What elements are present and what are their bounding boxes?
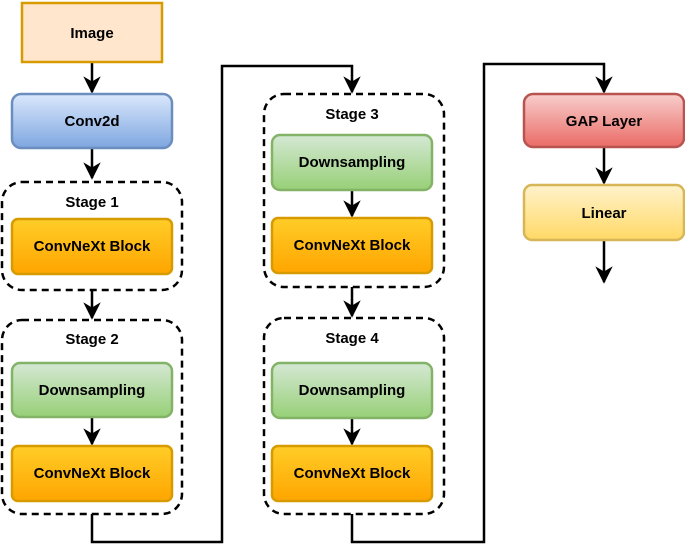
arrow-stage4-to-gap <box>350 62 613 544</box>
stage-4-container: Stage 4 Downsampling ConvNeXt Block <box>262 316 446 516</box>
conv2d-node: Conv2d <box>10 92 174 150</box>
stage-2-title: Stage 2 <box>65 331 118 348</box>
stage-3-convnext-label: ConvNeXt Block <box>294 237 411 254</box>
stage-1-title: Stage 1 <box>65 194 118 211</box>
image-node: Image <box>20 1 164 64</box>
conv2d-label: Conv2d <box>64 113 119 130</box>
linear-node: Linear <box>522 183 685 242</box>
stage-2-downsampling: Downsampling <box>10 361 174 419</box>
stage-3-downsampling: Downsampling <box>270 133 434 192</box>
stage-3-container: Stage 3 Downsampling ConvNeXt Block <box>262 92 446 289</box>
stage-2-convnext-block: ConvNeXt Block <box>10 444 174 503</box>
connectors <box>83 62 613 544</box>
stage-4-downsampling: Downsampling <box>270 361 434 420</box>
stage-1-convnext-label: ConvNeXt Block <box>34 238 151 255</box>
stage-4-convnext-label: ConvNeXt Block <box>294 465 411 482</box>
stage-1-convnext-block: ConvNeXt Block <box>10 217 174 276</box>
arrow-stage2-to-stage3 <box>90 64 361 544</box>
gap-layer-node: GAP Layer <box>522 92 685 149</box>
stage-3-convnext-block: ConvNeXt Block <box>270 216 434 275</box>
stage-2-downsampling-label: Downsampling <box>39 382 146 399</box>
stage-4-convnext-block: ConvNeXt Block <box>270 444 434 503</box>
stage-4-title: Stage 4 <box>325 330 379 347</box>
stage-1-container: Stage 1 ConvNeXt Block <box>0 180 184 292</box>
stage-2-convnext-label: ConvNeXt Block <box>34 465 151 482</box>
image-label: Image <box>70 25 113 42</box>
stage-2-container: Stage 2 Downsampling ConvNeXt Block <box>0 318 184 516</box>
stage-3-downsampling-label: Downsampling <box>299 154 406 171</box>
gap-layer-label: GAP Layer <box>566 113 643 130</box>
linear-label: Linear <box>581 205 626 222</box>
stage-3-title: Stage 3 <box>325 106 378 123</box>
stage-4-downsampling-label: Downsampling <box>299 382 406 399</box>
